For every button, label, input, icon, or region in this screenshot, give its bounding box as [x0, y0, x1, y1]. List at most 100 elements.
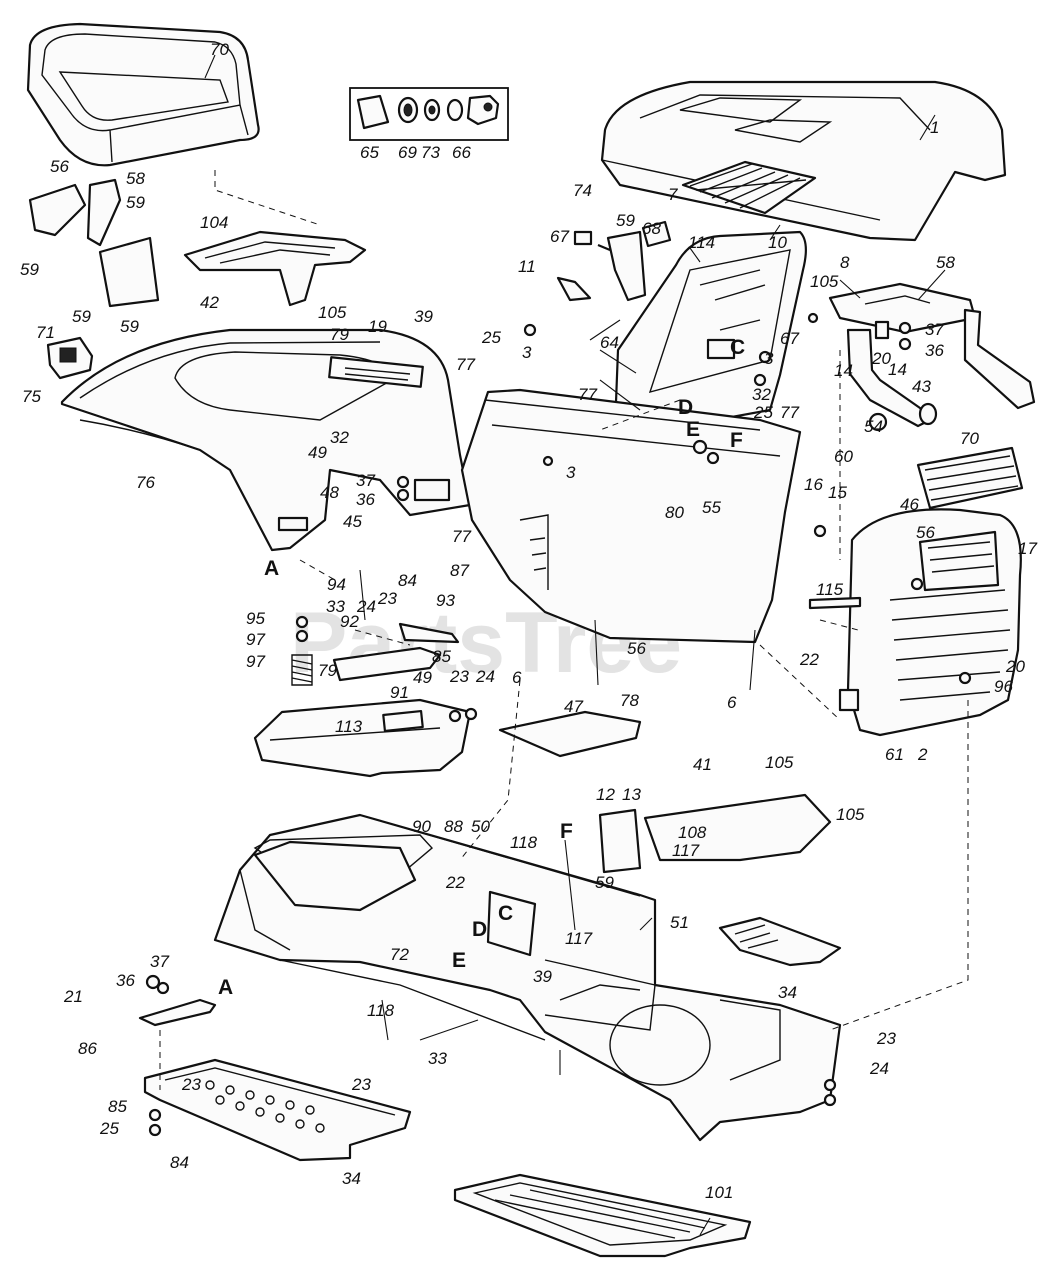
callout-105-a: 105 [810, 272, 839, 291]
callout-55: 56 [627, 639, 646, 658]
callout-51: 51 [670, 913, 689, 932]
callout-49-b: 49 [413, 668, 432, 687]
callout-116: 118 [510, 833, 538, 852]
callout-24-b: 24 [475, 667, 495, 686]
callout-50: 50 [471, 817, 490, 836]
seat-spring-parts[interactable] [291, 615, 460, 686]
ref-letter-e-dash: E [686, 418, 700, 441]
callout-73: 73 [421, 143, 440, 162]
footrest-part[interactable] [143, 1058, 412, 1162]
ref-letter-e-frame: E [452, 949, 466, 972]
callout-104: 101 [705, 1183, 733, 1202]
seat-brackets[interactable] [28, 178, 160, 308]
callout-88: 86 [78, 1039, 97, 1058]
callout-75: 75 [22, 387, 41, 406]
callout-23-c: 23 [876, 1029, 896, 1048]
assembly-lines [159, 170, 969, 1090]
callout-59-e: 59 [120, 317, 139, 336]
callout-44: 43 [912, 377, 931, 396]
callout-108: 113 [335, 717, 363, 736]
callout-22: 22 [445, 873, 465, 892]
battery-tray-part[interactable] [253, 698, 472, 778]
callout-93: 92 [340, 612, 359, 631]
callout-91: 88 [444, 817, 463, 836]
footrest-bracket-part[interactable] [138, 998, 217, 1027]
callout-59-a: 56 [50, 157, 69, 176]
front-grille-part[interactable] [838, 446, 1024, 737]
callout-23-d: 23 [181, 1075, 201, 1094]
callout-10: 10 [768, 233, 787, 252]
fender-part[interactable] [60, 328, 472, 552]
callout-21: 22 [799, 650, 819, 669]
floor-mat-part[interactable] [453, 1173, 752, 1258]
callout-20-a: 20 [1005, 657, 1025, 676]
callout-43: 42 [200, 293, 219, 312]
ref-letter-f-frame: F [560, 820, 573, 843]
callout-111: 114 [688, 233, 715, 252]
callout-63: 65 [360, 143, 379, 162]
seat-plate-part[interactable] [183, 230, 367, 307]
callout-8: 8 [840, 253, 850, 272]
callout-77-c: 77 [456, 355, 475, 374]
callout-66: 67 [550, 227, 569, 246]
callout-58: 59 [595, 873, 614, 892]
callout-37-c: 37 [150, 952, 169, 971]
callout-46: 46 [900, 495, 919, 514]
hood-screen-part[interactable] [681, 160, 817, 215]
callout-113: 115 [816, 580, 844, 599]
callout-39: 39 [414, 307, 433, 326]
callout-68: 70 [960, 429, 979, 448]
callout-80: 80 [665, 503, 684, 522]
callout-79-b: 79 [318, 661, 337, 680]
callout-32-b: 32 [330, 428, 349, 447]
callout-23-a: 23 [377, 589, 397, 608]
callout-47: 47 [564, 697, 583, 716]
ref-letter-c-dash: C [730, 336, 745, 359]
callout-87: 84 [170, 1153, 189, 1172]
frame-part[interactable] [213, 813, 842, 1142]
callout-59-dash: 59 [616, 211, 635, 230]
callout-97-b: 95 [246, 609, 265, 628]
callout-3-a: 3 [764, 349, 774, 368]
leader-lines [204, 54, 946, 1236]
callout-49-a: 49 [308, 443, 327, 462]
callout-25-b: 25 [481, 328, 501, 347]
hood-bracket-part[interactable] [828, 282, 1036, 428]
callout-90: 87 [450, 561, 469, 580]
callout-24-c: 24 [869, 1059, 889, 1078]
callout-62: 61 [885, 745, 904, 764]
frame-panels[interactable] [486, 710, 842, 967]
callout-32-a: 32 [752, 385, 771, 404]
hood-part[interactable] [600, 80, 1007, 242]
reference-letters: A A C C D D E E F F [218, 336, 745, 999]
seat-part[interactable] [26, 22, 260, 167]
callout-14-b: 14 [834, 361, 853, 380]
callout-79-a: 79 [330, 325, 349, 344]
dash-panel-part[interactable] [613, 230, 807, 434]
callout-17: 17 [1018, 539, 1037, 558]
callout-115: 117 [672, 841, 700, 860]
ignition-switch-kit[interactable] [349, 87, 509, 141]
callout-84: 84 [398, 571, 417, 590]
callout-78: 78 [620, 691, 639, 710]
callout-101: 105 [318, 303, 347, 322]
callout-96: 94 [327, 575, 346, 594]
callout-59-d: 59 [72, 307, 91, 326]
callout-97-a: 96 [994, 677, 1013, 696]
callout-105-c: 105 [836, 805, 865, 824]
callout-23-e: 23 [351, 1075, 371, 1094]
callout-36-a: 36 [925, 341, 944, 360]
callout-76: 76 [136, 473, 155, 492]
callout-15: 15 [828, 483, 847, 502]
callout-45: 45 [343, 512, 362, 531]
fender-bracket-part[interactable] [46, 336, 94, 380]
ref-letter-d-dash: D [678, 396, 693, 419]
callout-52: 54 [864, 417, 883, 436]
callout-64: 66 [452, 143, 471, 162]
dash-fasteners[interactable] [556, 220, 672, 302]
callout-19: 19 [368, 317, 387, 336]
callout-61: 60 [834, 447, 853, 466]
callout-59-c: 59 [126, 193, 145, 212]
callout-24-a: 24 [356, 597, 376, 616]
callout-11: 11 [518, 257, 536, 276]
